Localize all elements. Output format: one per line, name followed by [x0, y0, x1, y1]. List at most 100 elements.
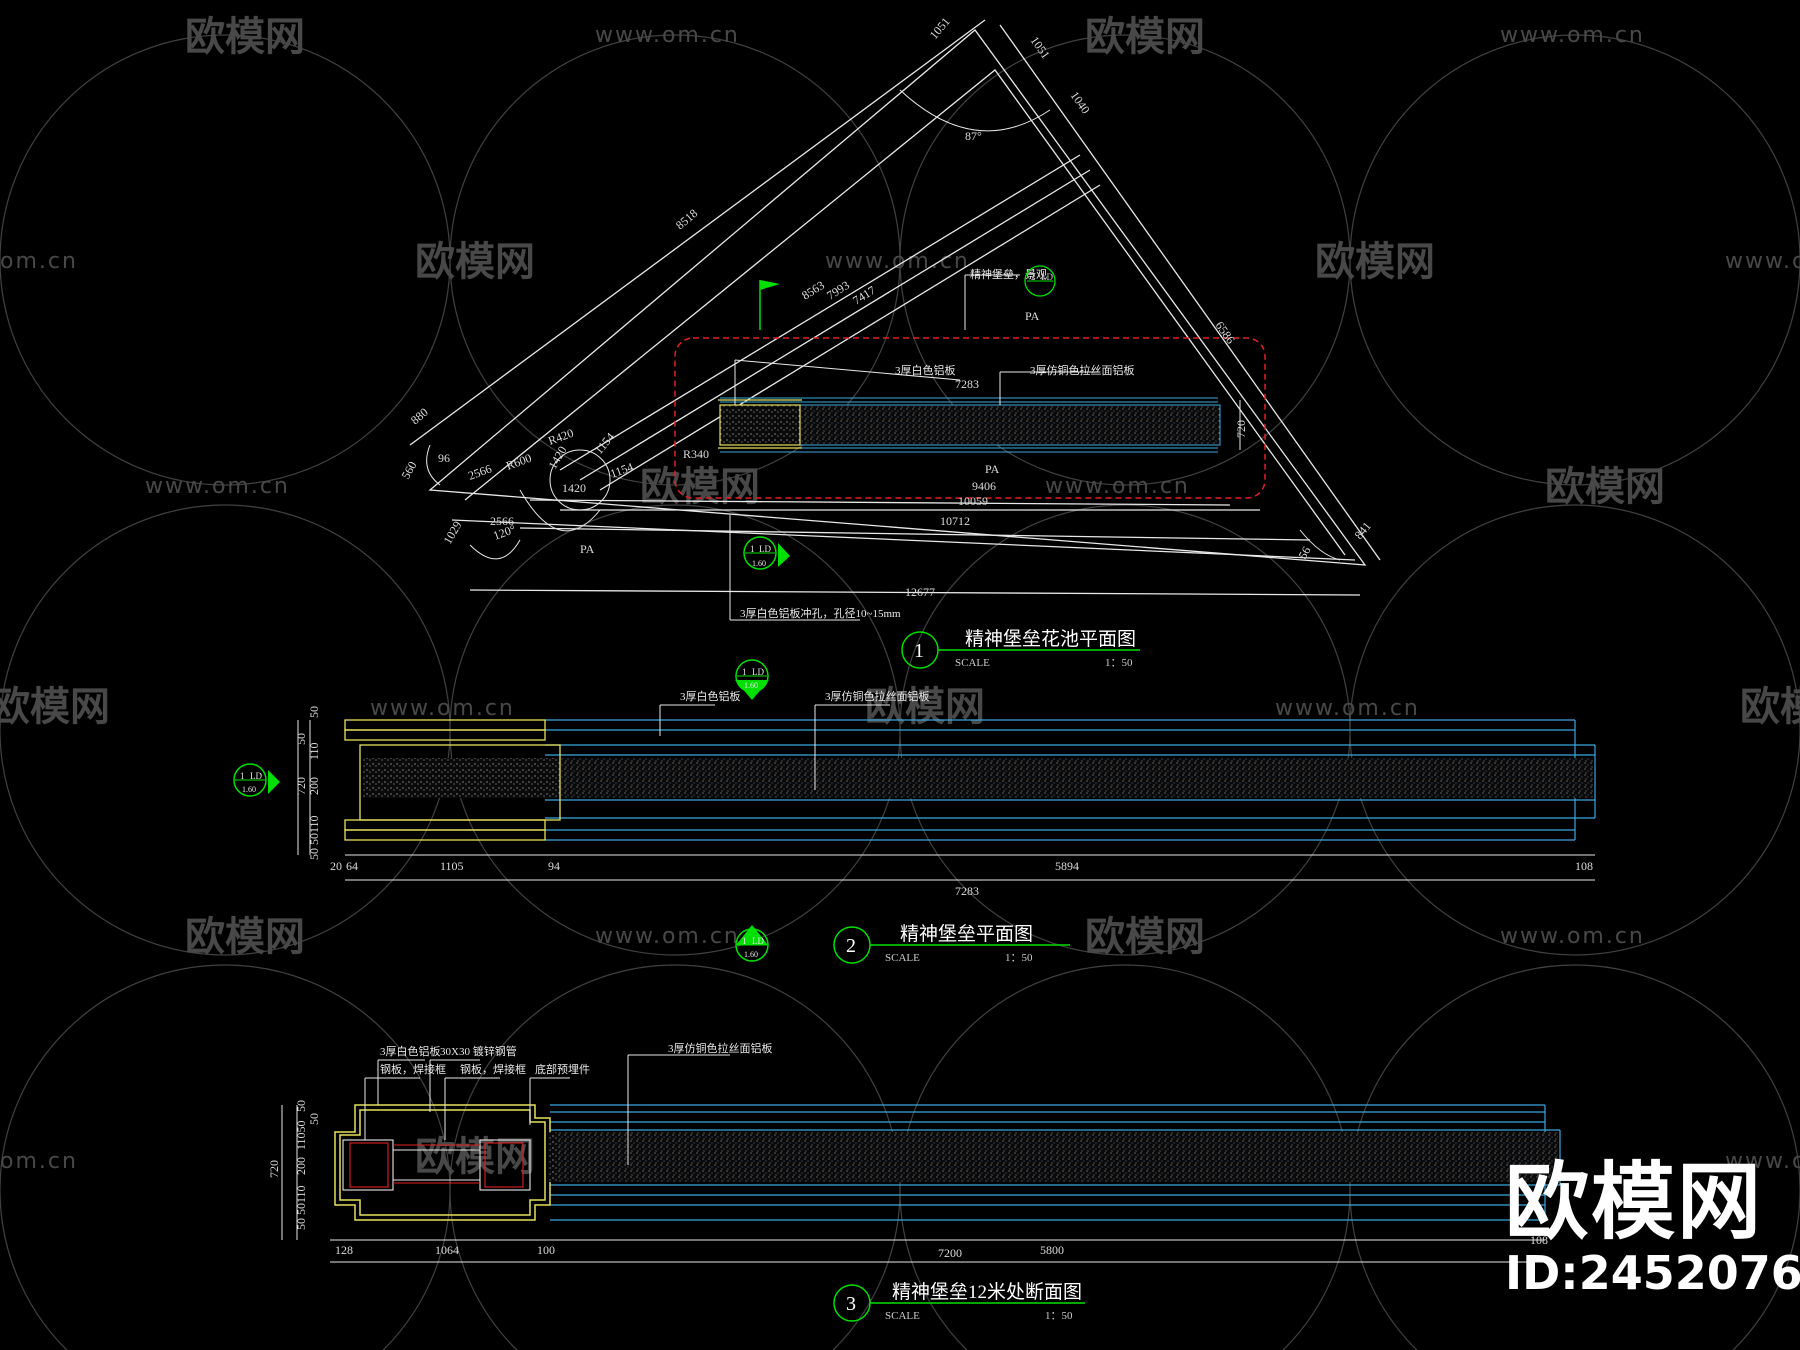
dim: 128 [335, 1243, 353, 1257]
wm-logo: 欧模网 [1085, 14, 1205, 60]
scope-outline [674, 337, 1266, 499]
note-white: 3厚白色铝板 [680, 689, 741, 703]
section-marker: 1 LD 1.60 [735, 659, 769, 700]
dim: 1040 [1068, 89, 1093, 117]
note-tube: 30X30 镀锌钢管 [440, 1044, 517, 1058]
dim: 1064 [435, 1243, 459, 1257]
dim: 200 [307, 777, 321, 795]
note-gray: 3厚仿铜色拉丝面铝板 [825, 689, 930, 703]
dim: 5894 [1055, 859, 1079, 873]
page-title: 精神堡垒平面图 [900, 923, 1033, 945]
dim: 8563 [799, 278, 827, 303]
dim: 1105 [440, 859, 464, 873]
wm-logo: 欧模网 [0, 684, 110, 730]
dim: 87° [965, 129, 982, 143]
section-title-block: 3 精神堡垒12米处断面图 SCALE 1：50 [833, 1281, 1085, 1322]
dim: 20 [330, 859, 342, 873]
wm-logo: 欧模网 [185, 914, 305, 960]
svg-text:LD: LD [752, 936, 764, 946]
note-white: 3厚白色铝板 [895, 363, 956, 377]
svg-text:1：50: 1：50 [1045, 1310, 1073, 1322]
dim: 50110 [307, 815, 321, 845]
dim: 110 [307, 742, 321, 760]
callout-symbol: 2 LD [1024, 265, 1056, 297]
wm-logo: 欧模网 [1085, 914, 1205, 960]
note-gray: 3厚仿铜色拉丝面铝板 [668, 1041, 773, 1055]
svg-text:1.60: 1.60 [744, 681, 758, 690]
brand-watermark: 欧模网 ID:2452076 [1505, 1160, 1800, 1296]
svg-text:SCALE: SCALE [955, 657, 990, 669]
wm-url: www.om.cn [1045, 474, 1190, 499]
dim: 11050 [294, 1120, 308, 1150]
wm-logo: 欧模网 [640, 464, 760, 510]
svg-text:1：50: 1：50 [1105, 657, 1133, 669]
wm-url: www.om.cn [595, 23, 740, 48]
dim: 50 [294, 733, 308, 745]
svg-text:SCALE: SCALE [885, 1310, 920, 1322]
dim: R340 [683, 447, 709, 461]
section-marker: 1 LD 1.60 [233, 763, 280, 797]
dim: 96 [438, 451, 450, 465]
brand-id: ID:2452076 [1505, 1246, 1800, 1300]
dim: 50 [294, 1218, 308, 1230]
wm-logo: 欧模网 [1740, 684, 1800, 730]
note-top: 精神堡垒，景观 [970, 267, 1047, 281]
dim: 1154 [592, 430, 618, 457]
section-marker: 1 LD 1.60 [743, 536, 790, 570]
dim: 7283 [955, 377, 979, 391]
note-gray: 3厚仿铜色拉丝面铝板 [1030, 363, 1135, 377]
dim: 50 [307, 848, 321, 860]
wm-url: www.om.cn [1725, 249, 1800, 274]
title-number: 1 [914, 640, 924, 662]
wm-url: www.om.cn [1500, 924, 1645, 949]
svg-text:LD: LD [1041, 272, 1053, 282]
brand-logo: 欧模网 [1505, 1153, 1764, 1251]
svg-text:LD: LD [759, 544, 771, 554]
dim: R600 [504, 451, 533, 473]
dim: 50 [307, 706, 321, 718]
wm-logo: 欧模网 [415, 1134, 535, 1180]
dim: 880 [408, 405, 431, 427]
wm-logo: 欧模网 [185, 14, 305, 60]
dim: 12677 [905, 585, 935, 599]
dim: 94 [548, 859, 560, 873]
wm-url: www.om.cn [825, 249, 970, 274]
wm-url: www.om.cn [145, 474, 290, 499]
dim: 10059 [958, 494, 988, 508]
svg-text:LD: LD [752, 667, 764, 677]
svg-text:1: 1 [240, 771, 245, 781]
dim: 720 [1234, 420, 1248, 438]
dim: 7283 [955, 884, 979, 898]
dim: 1420 [562, 481, 586, 495]
dim: 108 [1530, 1233, 1548, 1247]
watermark-layer: 欧模网 欧模网 欧模网 欧模网 欧模网 欧模网 欧模网 欧模网 欧模网 欧模网 … [0, 14, 1800, 1350]
dim: 64 [346, 859, 358, 873]
dim: 1051 [1028, 34, 1053, 62]
svg-text:SCALE: SCALE [885, 952, 920, 964]
dim: 720 [294, 777, 308, 795]
dim: 720 [267, 1160, 281, 1178]
title-number: 2 [846, 935, 856, 957]
note-steel: 钢板，焊接框 [460, 1062, 526, 1076]
pa: PA [1025, 309, 1040, 323]
dim: 50 [307, 1113, 321, 1125]
dim: 1420 [545, 444, 569, 472]
note-bottom: 3厚白色铝板冲孔，孔径10~15mm [740, 606, 901, 620]
wm-url: www.om.cn [370, 696, 515, 721]
dim: 7417 [850, 283, 878, 308]
dim: 50 [294, 1100, 308, 1112]
note-steel: 钢板，焊接框 [380, 1062, 446, 1076]
plan-title-block: 1 精神堡垒花池平面图 SCALE 1：50 [901, 628, 1140, 669]
page-title: 精神堡垒12米处断面图 [892, 1281, 1082, 1303]
dim: 50110 [294, 1185, 308, 1215]
section-drawing: 128 1064 100 5800 7200 108 50 11050 50 2… [267, 1041, 1561, 1322]
pa: PA [580, 542, 595, 556]
svg-text:1.60: 1.60 [242, 785, 256, 794]
wm-logo: 欧模网 [1315, 239, 1435, 285]
dim: 7993 [824, 278, 852, 303]
wm-url: www.om.cn [1500, 23, 1645, 48]
section-marker: 1 LD 1.60 [735, 925, 769, 962]
page-title: 精神堡垒花池平面图 [965, 628, 1136, 650]
dim: 7200 [938, 1246, 962, 1260]
